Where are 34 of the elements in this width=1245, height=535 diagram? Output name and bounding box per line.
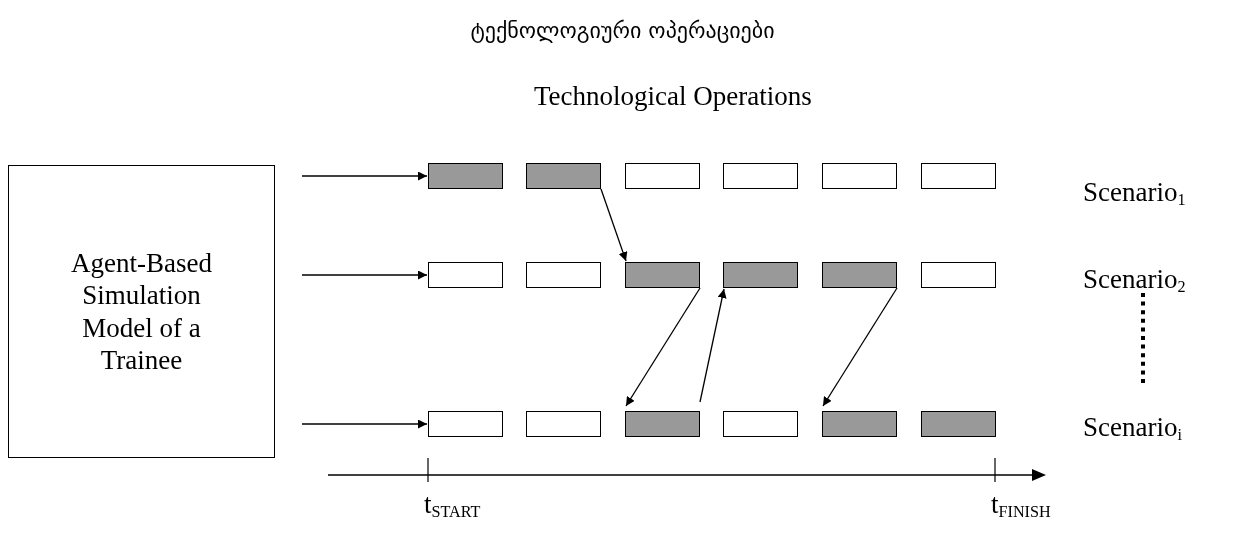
arrow [600,188,628,262]
arrow [301,419,428,429]
operation-bar [822,262,897,288]
box-text: Agent-Based Simulation Model of a Trainee [70,246,213,377]
arrow [699,288,727,403]
operation-bar [921,262,996,288]
operation-bar [723,163,798,189]
operation-bar [723,262,798,288]
operation-bar [921,163,996,189]
operation-bar [526,262,601,288]
operation-bar [625,262,700,288]
operation-bar [723,411,798,437]
arrow [822,287,898,407]
time-label: t$_{FINISH}$ [991,490,1051,522]
operation-bar [428,163,503,189]
model-box [8,165,275,458]
scenario-label: Scenario$_{1}$ [1083,178,1186,210]
scenario-label: Scenario$_{i}$ [1083,413,1182,445]
operation-bar [822,163,897,189]
operation-bar [822,411,897,437]
heading-text: Technological Operations [534,82,812,112]
operation-bar [625,411,700,437]
arrow [301,171,428,181]
operation-bar [921,411,996,437]
diagram-title: ტექნოლოგიური ოპერაციები [469,18,776,43]
arrow [625,287,701,407]
operation-bar [625,163,700,189]
operation-bar [526,163,601,189]
arrow [301,270,428,280]
scenario-label: Scenario$_{2}$ [1083,265,1186,297]
operation-bar [428,262,503,288]
time-label: t$_{START}$ [424,490,481,522]
operation-bar [428,411,503,437]
operation-bar [526,411,601,437]
